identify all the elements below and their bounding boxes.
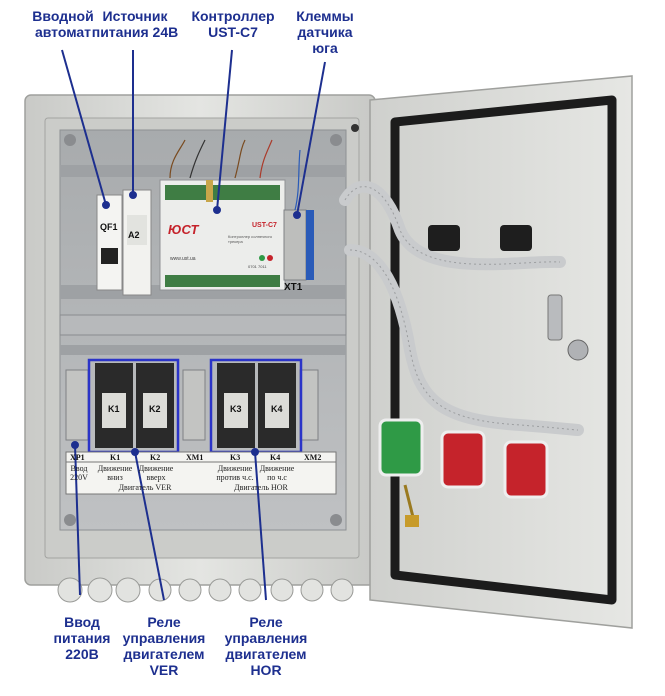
relay-k1: K1 [108,404,120,414]
caption-k4: Движение по ч.с [259,464,295,482]
legend-k3: K3 [230,453,241,462]
callout-input-breaker: Вводной автомат [32,8,94,40]
controller-model: UST-C7 [252,222,277,229]
relay-k3: K3 [230,404,242,414]
legend-xm1: XM1 [186,453,204,462]
callout-ver-relays: Реле управления двигателем VER [122,614,206,678]
controller-serial: 0701 7011 [248,264,267,269]
legend-k1: K1 [110,453,121,462]
caption-motor-ver: Двигатель VER [118,483,172,492]
legend-k2: K2 [150,453,161,462]
label-xt1: XT1 [284,282,303,293]
relay-k4: K4 [271,404,283,414]
legend-xm2: XM2 [304,453,322,462]
door-indicators [378,225,549,527]
legend-k4: K4 [270,453,281,462]
controller-caption: Контроллер солнечного трекера [228,234,273,244]
caption-k1: Движение вниз [97,464,133,482]
wire-bundle [169,139,301,211]
callout-power-supply: Источник питания 24В [91,8,179,40]
callout-power-input: Ввод питания 220В [53,614,111,662]
cable-glands [57,577,354,603]
caption-k3: Движение против ч.с. [216,464,254,482]
callout-pointers [61,49,326,601]
label-qf1: QF1 [100,222,118,232]
callout-south-sensor-terminals: Клеммы датчика юга [296,8,354,56]
relay-k2: K2 [149,404,161,414]
caption-xp1: Ввод 220V [70,464,88,482]
controller-logo: ЮСТ [168,222,199,237]
controller-site: www.ust.ua [170,256,196,262]
top-din-section [59,165,347,336]
caption-k2: Движение вверх [138,464,174,482]
callout-hor-relays: Реле управления двигателем HOR [224,614,308,678]
label-a2: A2 [128,230,140,240]
relay-section [60,345,346,495]
caption-motor-hor: Двигатель HOR [234,483,288,492]
legend-xp1: XP1 [70,453,85,462]
callout-controller: Контроллер UST-C7 [191,8,275,40]
